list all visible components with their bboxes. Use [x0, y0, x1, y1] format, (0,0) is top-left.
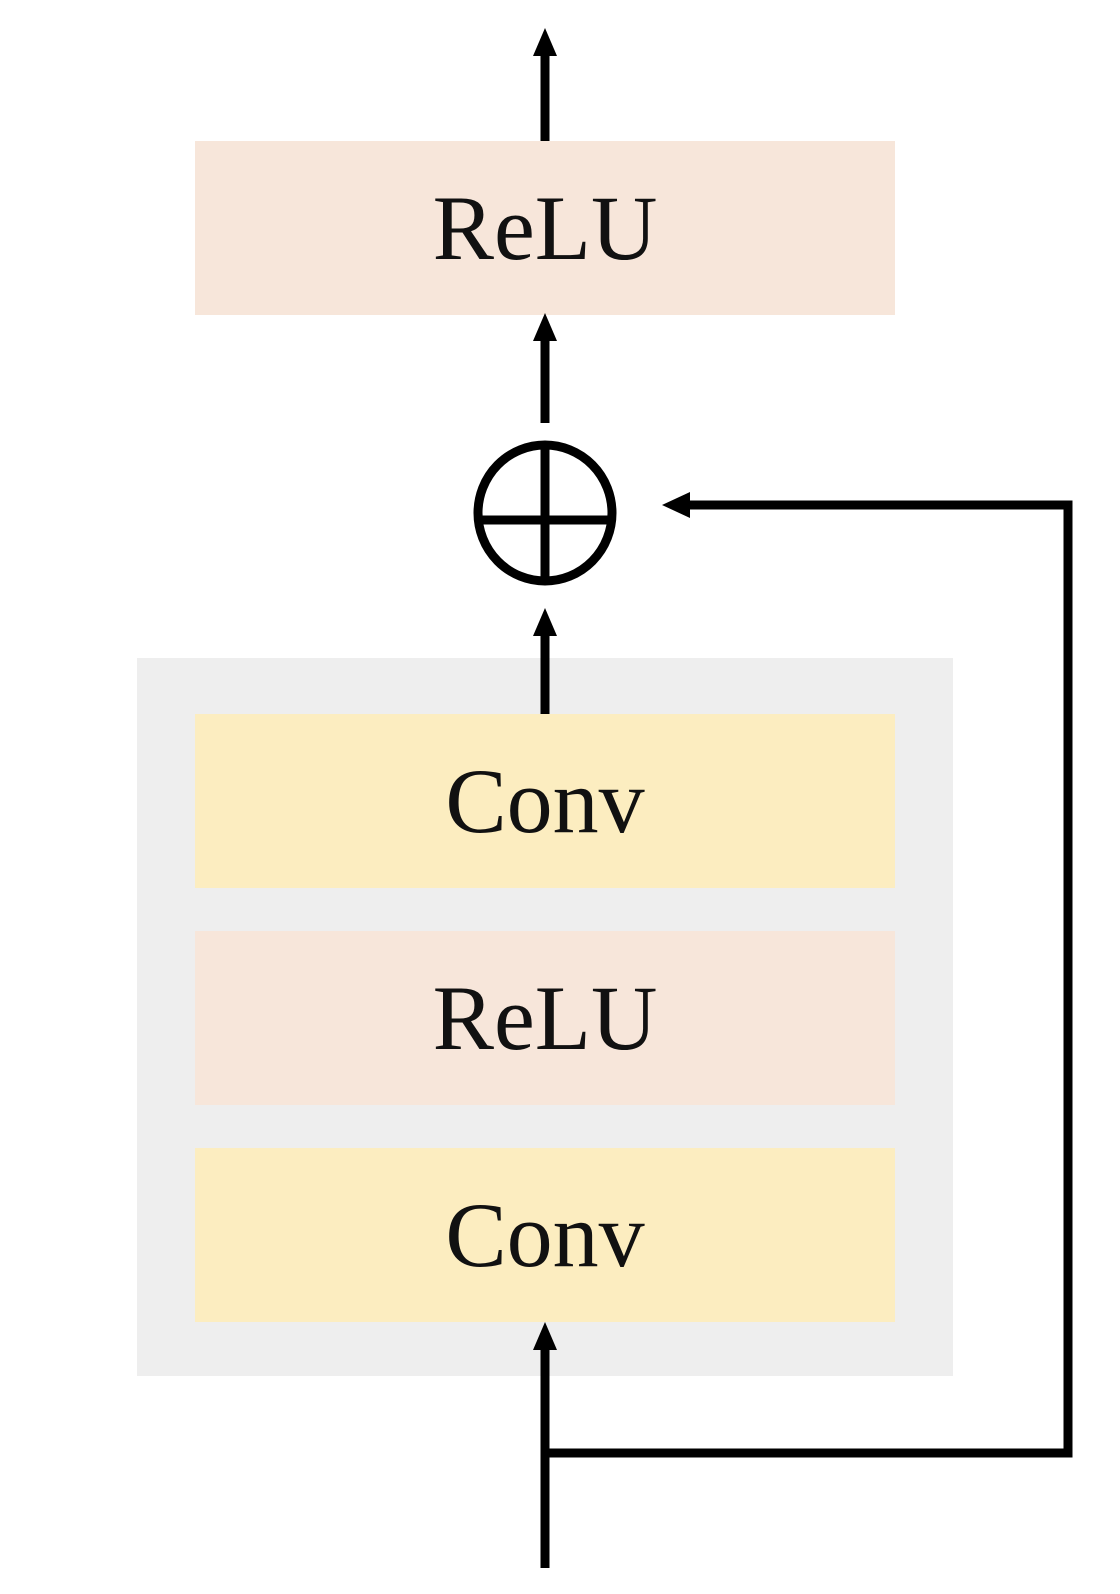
add-operator-icon — [473, 440, 617, 586]
output-relu-block — [195, 141, 895, 315]
output-relu-label: ReLU — [433, 177, 658, 279]
skip-connection-line — [545, 500, 1073, 1458]
branch-relu-label: ReLU — [433, 967, 658, 1069]
branch-conv-label-top: Conv — [445, 750, 644, 852]
add-to-relu-arrowhead — [533, 313, 557, 341]
branch-to-add-arrowhead — [533, 608, 557, 636]
branch-conv-block-bottom — [195, 1148, 895, 1322]
branch-conv-label-bottom: Conv — [445, 1184, 644, 1286]
output-arrowhead — [533, 28, 557, 56]
skip-connection-arrowhead — [662, 492, 690, 518]
branch-conv-block-top — [195, 714, 895, 888]
branch-relu-block — [195, 931, 895, 1105]
input-arrowhead — [533, 1322, 557, 1350]
